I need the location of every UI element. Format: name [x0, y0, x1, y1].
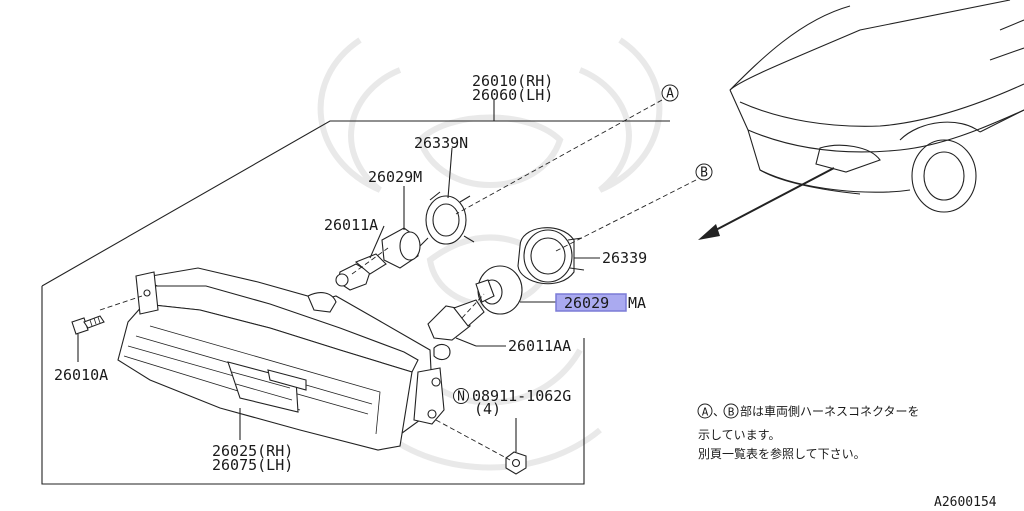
label-26339: 26339 — [602, 249, 647, 267]
label-26029MA-highlight: 26029 — [564, 294, 609, 312]
bolt-spec-label: N 08911-1062G (4) — [453, 387, 571, 418]
svg-text:B: B — [700, 166, 708, 181]
headlamp-unit — [117, 267, 451, 451]
location-arrow — [698, 167, 835, 240]
svg-text:A: A — [702, 406, 709, 419]
nut-08911-1062G — [505, 451, 527, 475]
label-26339N: 26339N — [414, 134, 468, 152]
car-illustration — [729, 0, 1024, 213]
svg-text:B: B — [728, 406, 735, 419]
svg-text:示しています。: 示しています。 — [698, 428, 780, 442]
label-lens-rh: 26025(RH) — [212, 442, 293, 460]
bolt-26010A — [71, 315, 105, 335]
label-26011AA: 26011AA — [508, 337, 571, 355]
socket-26029M — [381, 227, 421, 269]
svg-text:別頁一覧表を参照して下さい。: 別頁一覧表を参照して下さい。 — [698, 446, 866, 461]
cap-26339 — [517, 227, 585, 285]
dashed-lines — [99, 99, 697, 461]
label-assembly-rh: 26010(RH) — [472, 72, 553, 90]
connector-a-marker: A — [661, 84, 679, 102]
label-26029MA-suffix: MA — [628, 294, 646, 312]
svg-text:、: 、 — [713, 405, 725, 419]
svg-text:N: N — [457, 390, 465, 405]
svg-text:部は車両側ハーネスコネクターを: 部は車両側ハーネスコネクターを — [740, 404, 920, 419]
figure-id: A2600154 — [934, 495, 997, 510]
label-26011A: 26011A — [324, 216, 378, 234]
bulb-26011AA — [427, 299, 485, 341]
highlight-26029MA — [555, 293, 627, 312]
label-lens-lh: 26075(LH) — [212, 456, 293, 474]
leader-lines — [77, 100, 600, 452]
cap-26339N — [419, 191, 475, 247]
bulb-26011A — [335, 253, 387, 291]
svg-text:(4): (4) — [474, 400, 501, 418]
label-assembly-lh: 26060(LH) — [472, 86, 553, 104]
svg-text:A: A — [666, 87, 674, 102]
label-26010A: 26010A — [54, 366, 108, 384]
socket-26029MA — [475, 265, 523, 315]
connector-b-marker: B — [695, 163, 713, 181]
svg-text:08911-1062G: 08911-1062G — [472, 387, 571, 405]
connector-note: A 、 B 部は車両側ハーネスコネクターを 示しています。 別頁一覧表を参照して… — [697, 403, 920, 461]
label-26029M: 26029M — [368, 168, 422, 186]
assembly-frame — [41, 120, 670, 485]
